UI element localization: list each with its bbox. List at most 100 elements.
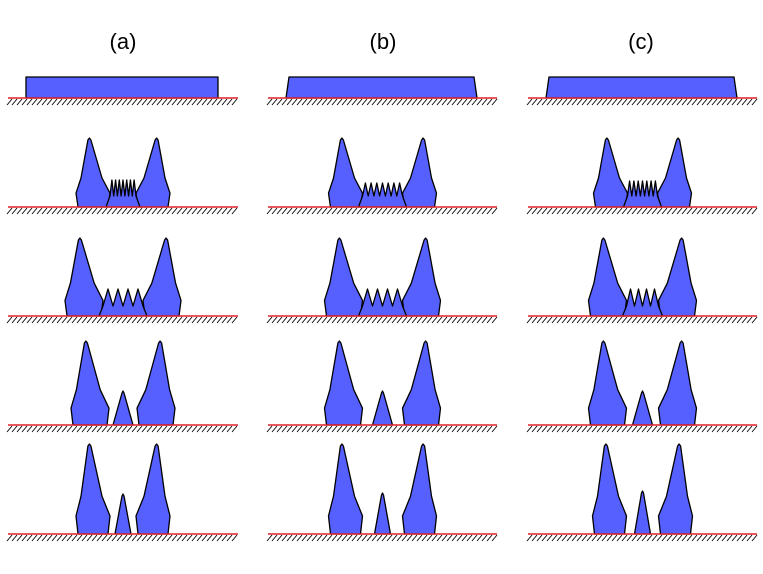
hatch-mark: [456, 207, 463, 215]
hatch-mark: [11, 207, 18, 215]
hatch-mark: [731, 98, 738, 106]
hatch-mark: [366, 316, 373, 324]
hatch-mark: [321, 534, 328, 542]
hatch-mark: [101, 534, 108, 542]
hatch-mark: [691, 534, 698, 542]
hatch-mark: [546, 316, 553, 324]
hatch-mark: [646, 316, 653, 324]
hatch-mark: [141, 207, 148, 215]
hatch-mark: [41, 207, 48, 215]
hatch-mark: [546, 534, 553, 542]
hatch-mark: [706, 534, 713, 542]
hatch-mark: [571, 316, 578, 324]
hatch-mark: [541, 316, 548, 324]
hatch-mark: [176, 534, 183, 542]
hatch-mark: [661, 534, 668, 542]
hatch-mark: [361, 425, 368, 433]
hatch-mark: [106, 534, 113, 542]
hatch-mark: [26, 425, 33, 433]
hatch-mark: [301, 207, 308, 215]
hatch-mark: [66, 316, 73, 324]
hatch-mark: [631, 425, 638, 433]
hatch-mark: [646, 207, 653, 215]
hatch-mark: [156, 534, 163, 542]
hatch-mark: [471, 534, 478, 542]
hatch-mark: [626, 425, 633, 433]
hatch-mark: [86, 98, 93, 106]
left-peak: [323, 237, 364, 317]
hatch-mark: [166, 98, 173, 106]
hatch-mark: [26, 207, 33, 215]
hatch-mark: [231, 98, 238, 106]
hatch-mark: [281, 207, 288, 215]
hatch-mark: [451, 425, 458, 433]
hatch-mark: [541, 98, 548, 106]
right-peak: [401, 340, 442, 426]
hatch-mark: [466, 316, 473, 324]
hatch-mark: [421, 207, 428, 215]
hatch-mark: [611, 207, 618, 215]
hatch-mark: [96, 207, 103, 215]
hatch-mark: [291, 425, 298, 433]
hatch-mark: [391, 425, 398, 433]
hatch-mark: [741, 316, 748, 324]
hatch-mark: [306, 207, 313, 215]
hatch-mark: [751, 316, 758, 324]
hatch-mark: [656, 316, 663, 324]
hatch-mark: [281, 316, 288, 324]
hatch-mark: [731, 316, 738, 324]
hatch-mark: [436, 425, 443, 433]
hatch-mark: [176, 207, 183, 215]
right-peak: [135, 137, 171, 208]
hatch-mark: [166, 534, 173, 542]
hatch-mark: [111, 534, 118, 542]
central-ripples: [357, 182, 408, 208]
hatch-mark: [211, 425, 218, 433]
hatch-mark: [641, 316, 648, 324]
hatch-mark: [371, 207, 378, 215]
hatch-mark: [701, 534, 708, 542]
hatch-mark: [631, 534, 638, 542]
hatch-mark: [536, 534, 543, 542]
hatch-mark: [291, 98, 298, 106]
hatch-mark: [751, 207, 758, 215]
hatch-mark: [171, 98, 178, 106]
hatch-mark: [221, 98, 228, 106]
hatch-mark: [651, 425, 658, 433]
hatch-mark: [536, 316, 543, 324]
hatch-mark: [566, 207, 573, 215]
hatch-mark: [711, 425, 718, 433]
hatch-mark: [386, 316, 393, 324]
substrate-hatch: [266, 316, 498, 324]
right-peak: [401, 137, 438, 208]
hatch-mark: [746, 425, 753, 433]
hatch-mark: [81, 316, 88, 324]
hatch-mark: [456, 316, 463, 324]
hatch-mark: [571, 98, 578, 106]
hatch-mark: [51, 98, 58, 106]
hatch-mark: [406, 316, 413, 324]
hatch-mark: [71, 534, 78, 542]
hatch-mark: [326, 316, 333, 324]
hatch-mark: [81, 425, 88, 433]
hatch-mark: [16, 316, 23, 324]
film-slab: [25, 76, 219, 99]
hatch-mark: [681, 316, 688, 324]
hatch-mark: [531, 534, 538, 542]
hatch-mark: [611, 316, 618, 324]
hatch-mark: [321, 316, 328, 324]
hatch-mark: [221, 207, 228, 215]
hatch-mark: [266, 98, 273, 106]
hatch-mark: [461, 534, 468, 542]
hatch-mark: [376, 316, 383, 324]
hatch-mark: [481, 207, 488, 215]
hatch-mark: [741, 207, 748, 215]
hatch-mark: [606, 207, 613, 215]
hatch-mark: [446, 207, 453, 215]
hatch-mark: [46, 98, 53, 106]
hatch-mark: [721, 207, 728, 215]
hatch-mark: [286, 207, 293, 215]
hatch-mark: [461, 425, 468, 433]
hatch-mark: [226, 98, 233, 106]
hatch-mark: [566, 316, 573, 324]
